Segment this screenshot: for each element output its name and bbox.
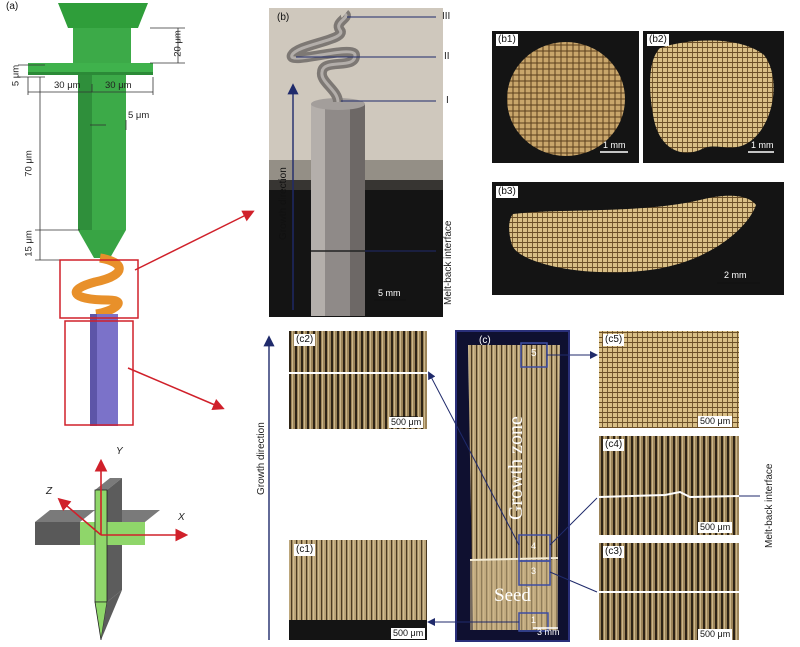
panel-c1-label: (c1): [294, 544, 316, 556]
growth-direction-b: Growth direction: [278, 167, 289, 240]
panel-b-photo: [269, 8, 443, 317]
scale-text-c2: 500 μm: [389, 417, 424, 428]
axis-y-label: Y: [116, 446, 123, 457]
connector-c2: [428, 371, 520, 546]
panel-b3-crosssection: [509, 195, 756, 273]
dim-30um-left: 30 μm: [54, 80, 81, 91]
dim-5um-right: 5 μm: [128, 110, 150, 121]
panel-c5-image: [599, 331, 739, 428]
axes-cross: [35, 458, 189, 641]
panel-c4-meltback-line: [598, 490, 740, 499]
marker-II: II: [444, 51, 450, 62]
panel-c4-image: [599, 436, 739, 535]
panel-c5-label: (c5): [603, 334, 625, 346]
nozzle-model: [28, 3, 153, 426]
panel-b3-label: (b3): [496, 186, 518, 198]
meltback-label-b: Melt-back interface: [443, 220, 454, 305]
panel-c3-label: (c3): [603, 546, 625, 558]
axis-x-label: X: [178, 512, 185, 523]
arrow-to-b: [134, 210, 255, 271]
panel-c2-label: (c2): [294, 334, 316, 346]
panel-c2-image: [289, 331, 427, 429]
panel-c-meltback-line: [469, 557, 559, 561]
arrow-to-c: [127, 367, 225, 410]
spiral-highlight-box: [59, 259, 139, 319]
dim-5um-left: 5 μm: [10, 64, 22, 87]
dim-20um: 20 μm: [172, 30, 184, 57]
panel-b1-crosssection: [507, 42, 625, 156]
scale-text-b: 5 mm: [378, 288, 401, 298]
scale-text-b2: 1 mm: [751, 140, 774, 150]
seed-label: Seed: [494, 585, 531, 606]
panel-b-label: (b): [277, 12, 290, 23]
meltback-label-c: Melt-back interface: [764, 463, 775, 548]
marker-III: III: [442, 11, 451, 22]
marker-I: I: [446, 95, 449, 106]
dim-30um-right: 30 μm: [105, 80, 132, 91]
dim-15um: 15 μm: [23, 230, 35, 257]
dim-70um: 70 μm: [23, 150, 35, 177]
growth-zone-label: Growth zone: [505, 416, 527, 520]
panel-b1-label: (b1): [496, 34, 518, 46]
panel-a-label: (a): [4, 1, 21, 13]
box-4-label: 4: [531, 541, 537, 551]
panel-c-label: (c): [479, 335, 491, 346]
scale-text-c: 3 mm: [537, 627, 560, 637]
scale-text-b3: 2 mm: [724, 270, 747, 280]
scale-text-c4: 500 μm: [698, 522, 733, 533]
box-3-label: 3: [531, 566, 537, 576]
connector-4-c4: [549, 497, 598, 546]
scale-text-c1: 500 μm: [391, 628, 426, 639]
panel-b2-crosssection: [650, 40, 774, 153]
box-3: [518, 560, 551, 586]
rod-highlight-box: [64, 320, 134, 426]
axis-z-label: Z: [46, 486, 53, 497]
panel-c4-label: (c4): [603, 439, 625, 451]
growth-direction-c: Growth direction: [256, 422, 267, 495]
scale-text-b1: 1 mm: [603, 140, 626, 150]
scale-text-c3: 500 μm: [698, 629, 733, 640]
box-1-label: 1: [531, 615, 537, 625]
panel-b2-label: (b2): [647, 34, 669, 46]
connector-3-c3: [549, 571, 598, 593]
scale-text-c5: 500 μm: [698, 416, 733, 427]
panel-c-seed-region: [470, 560, 558, 630]
box-5-label: 5: [531, 348, 537, 359]
